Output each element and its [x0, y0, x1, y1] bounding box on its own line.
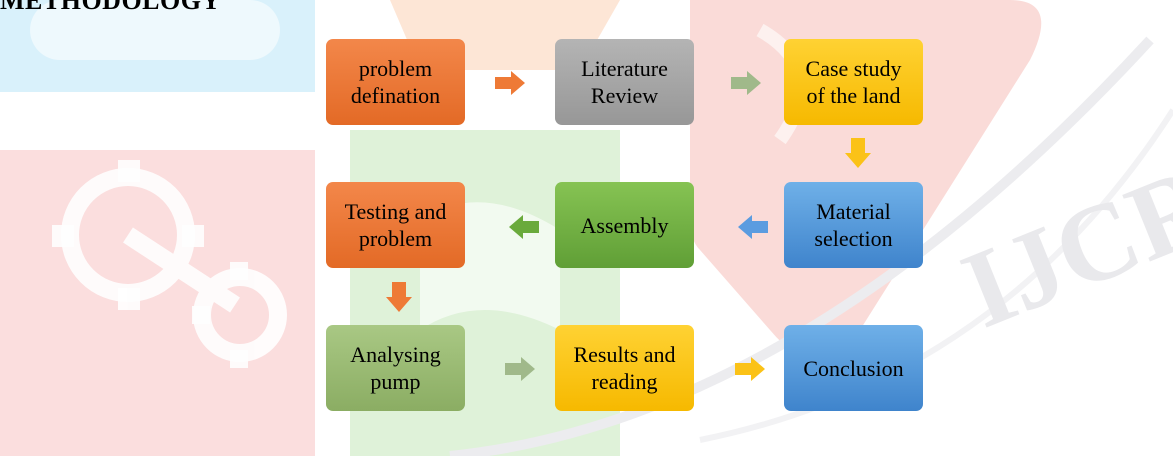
watermark-red-big [690, 0, 1042, 360]
page-title: METHODOLOGY [0, 0, 221, 15]
arrow-down-icon [386, 282, 412, 312]
step-literature-review: Literature Review [555, 39, 694, 125]
arrow-right-icon [735, 357, 765, 381]
arrow-left-icon [738, 215, 768, 239]
step-results: Results and reading [555, 325, 694, 411]
step-conclusion: Conclusion [784, 325, 923, 411]
step-material-selection: Material selection [784, 182, 923, 268]
step-analysing-pump: Analysing pump [326, 325, 465, 411]
step-assembly: Assembly [555, 182, 694, 268]
step-testing: Testing and problem [326, 182, 465, 268]
arrow-right-icon [495, 71, 525, 95]
arrow-right-icon [731, 71, 761, 95]
watermark-text: IJCRT [946, 116, 1173, 351]
arrow-down-icon [845, 138, 871, 168]
step-problem-defination: problem defination [326, 39, 465, 125]
arrow-right-icon [505, 357, 535, 381]
step-case-study: Case study of the land [784, 39, 923, 125]
arrow-left-icon [509, 215, 539, 239]
watermark-red-shape [0, 150, 315, 456]
